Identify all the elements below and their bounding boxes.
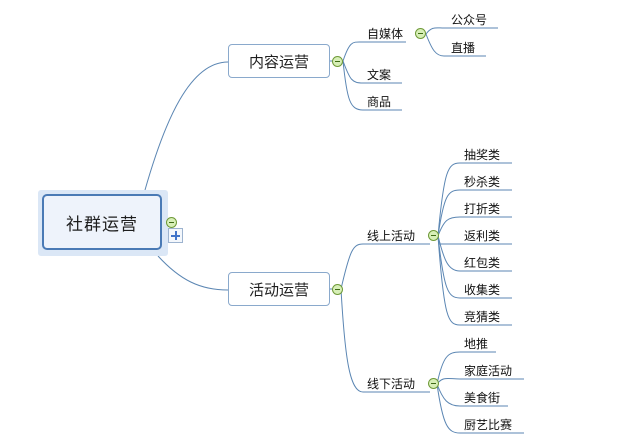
leaf-ground-promotion[interactable]: 地推 [464, 337, 489, 351]
topic-activity-ops-label: 活动运营 [248, 280, 309, 299]
offline-activities-collapse-minus-circle-icon[interactable] [428, 378, 439, 389]
subtopic-online-activities[interactable]: 线上活动 [367, 229, 416, 243]
subtopic-offline-activities[interactable]: 线下活动 [367, 377, 416, 391]
content-ops-collapse-minus-circle-icon[interactable] [332, 56, 343, 67]
leaf-flash-sale[interactable]: 秒杀类 [464, 175, 501, 189]
expand-plus-icon[interactable] [168, 228, 183, 243]
subtopic-copywriting[interactable]: 文案 [367, 68, 392, 82]
subtopic-official-account[interactable]: 公众号 [451, 13, 488, 27]
subtopic-self-media[interactable]: 自媒体 [367, 27, 404, 41]
root-topic[interactable]: 社群运营 [42, 194, 162, 250]
online-activities-collapse-minus-circle-icon[interactable] [428, 230, 439, 241]
leaf-collection[interactable]: 收集类 [464, 283, 501, 297]
leaf-red-packet[interactable]: 红包类 [464, 256, 501, 270]
leaf-lottery[interactable]: 抽奖类 [464, 148, 501, 162]
root-topic-label: 社群运营 [66, 214, 138, 235]
self-media-collapse-minus-circle-icon[interactable] [415, 28, 426, 39]
topic-content-ops-label: 内容运营 [248, 52, 309, 71]
subtopic-live-stream[interactable]: 直播 [451, 41, 476, 55]
root-collapse-minus-circle-icon[interactable] [166, 217, 177, 228]
activity-ops-collapse-minus-circle-icon[interactable] [332, 284, 343, 295]
leaf-family-event[interactable]: 家庭活动 [464, 364, 513, 378]
subtopic-products[interactable]: 商品 [367, 95, 392, 109]
topic-content-ops[interactable]: 内容运营 [228, 44, 330, 78]
topic-activity-ops[interactable]: 活动运营 [228, 272, 330, 306]
leaf-cooking-contest[interactable]: 厨艺比赛 [464, 418, 513, 432]
leaf-discount[interactable]: 打折类 [464, 202, 501, 216]
leaf-guessing[interactable]: 竞猜类 [464, 310, 501, 324]
leaf-food-street[interactable]: 美食街 [464, 391, 501, 405]
leaf-rebate[interactable]: 返利类 [464, 229, 501, 243]
